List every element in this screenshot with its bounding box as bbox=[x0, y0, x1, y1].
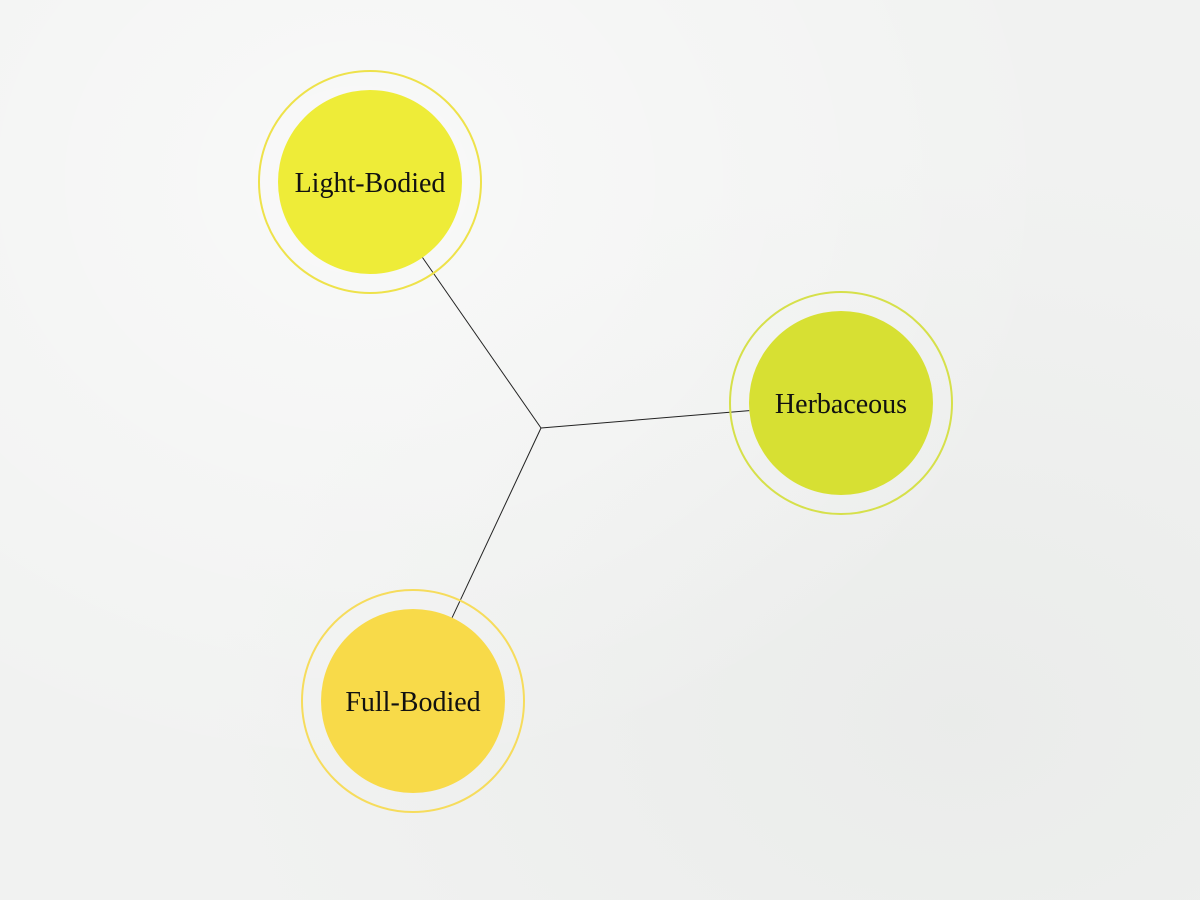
edge-herb bbox=[540, 410, 750, 429]
node-circle-herb bbox=[749, 311, 933, 495]
node-label-herb: Herbaceous bbox=[775, 389, 907, 420]
node-ring-full bbox=[301, 589, 525, 813]
diagram-edges bbox=[422, 257, 750, 618]
node-herb[interactable]: Herbaceous bbox=[729, 291, 953, 515]
edge-light bbox=[422, 257, 542, 429]
node-circle-light bbox=[278, 90, 462, 274]
node-ring-light bbox=[258, 70, 482, 294]
edge-full bbox=[451, 427, 542, 618]
node-full[interactable]: Full-Bodied bbox=[301, 589, 525, 813]
node-label-light: Light-Bodied bbox=[295, 168, 446, 199]
node-light[interactable]: Light-Bodied bbox=[258, 70, 482, 294]
node-ring-herb bbox=[729, 291, 953, 515]
node-circle-full bbox=[321, 609, 505, 793]
node-label-full: Full-Bodied bbox=[345, 687, 480, 718]
